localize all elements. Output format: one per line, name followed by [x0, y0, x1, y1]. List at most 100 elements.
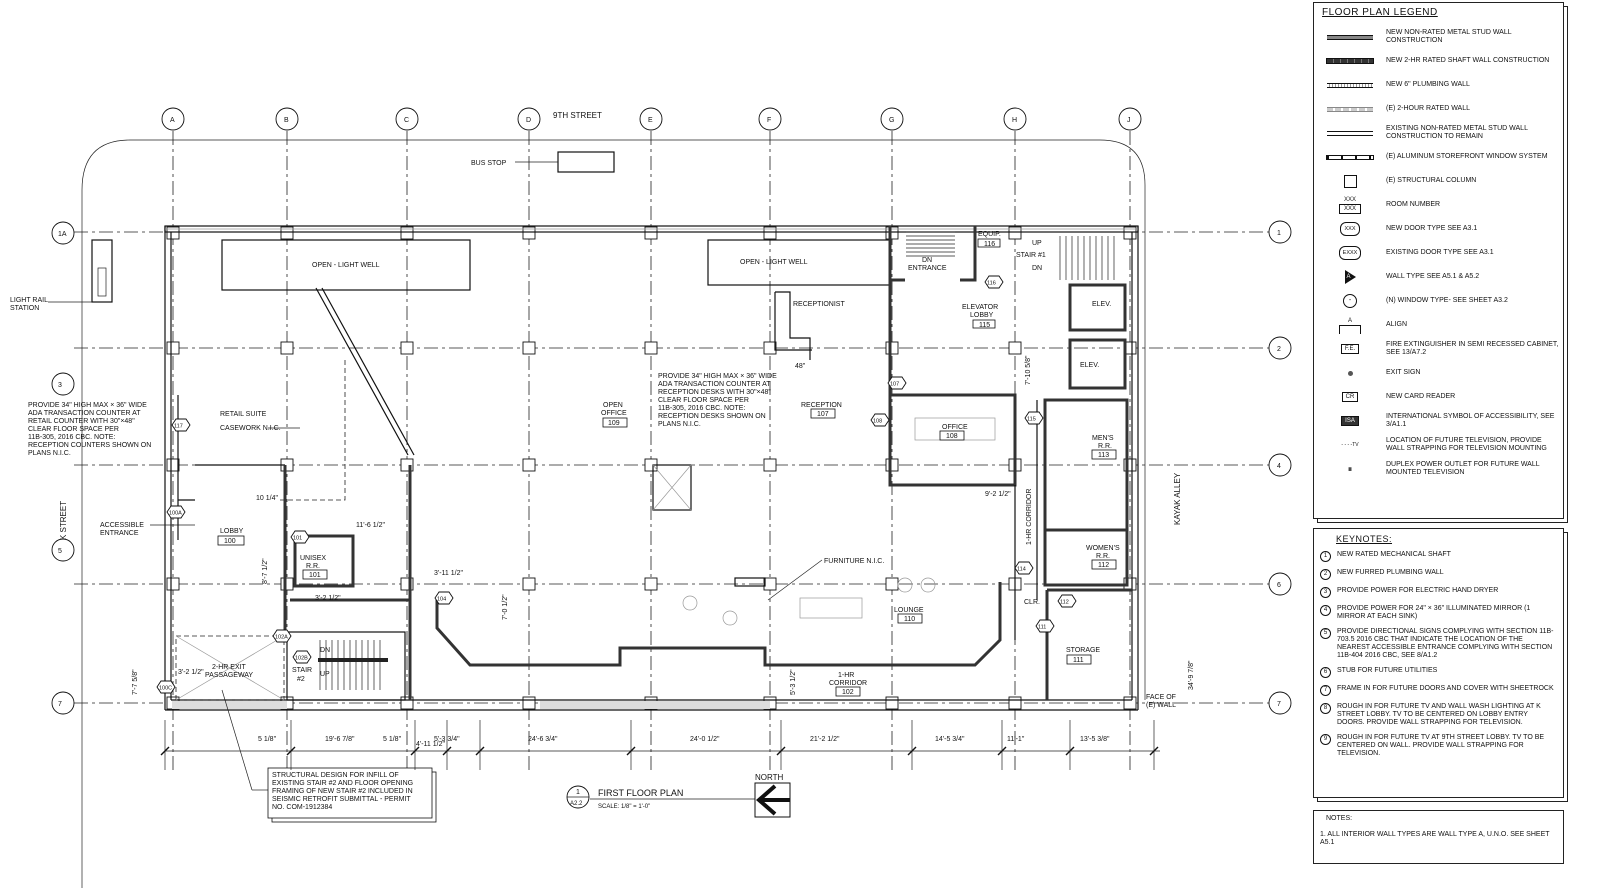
- door-tag: [171, 418, 191, 432]
- door-tag-label: 117: [174, 424, 183, 430]
- structural-column: [522, 458, 536, 472]
- door-tag-label: 111: [1038, 625, 1046, 631]
- furniture-table: [799, 597, 863, 619]
- entrance-stair-treads: [906, 231, 955, 257]
- door-tag-label: 101: [293, 536, 302, 542]
- wall-existing-icon: [1314, 130, 1386, 136]
- stair-1-dn: DN: [1032, 265, 1042, 272]
- north-label: NORTH: [755, 773, 784, 782]
- door-tag-label: 107: [890, 382, 899, 388]
- legend-item-text: ALIGN: [1386, 321, 1408, 328]
- retail-walls: [177, 395, 285, 500]
- dimension-tick: [907, 746, 917, 756]
- svg-text:21'-2 1/2": 21'-2 1/2": [810, 736, 840, 743]
- legend-item-text: NEW CARD READER: [1386, 393, 1456, 400]
- note-structural: STRUCTURAL DESIGN FOR INFILL OF EXISTING…: [272, 772, 413, 811]
- keynote-number: 2: [1320, 569, 1331, 580]
- room-womens-2: R.R.: [1096, 553, 1110, 560]
- structural-column: [1123, 226, 1137, 240]
- grid-label: 7: [1277, 701, 1281, 708]
- casework-outline: [280, 360, 346, 501]
- keynote-text: NEW RATED MECHANICAL SHAFT: [1337, 551, 1451, 558]
- keynote-number: 7: [1320, 685, 1331, 696]
- north-arrow-icon: [755, 784, 790, 816]
- structural-column: [400, 341, 414, 355]
- structural-column: [166, 341, 180, 355]
- reception-desk: [774, 291, 812, 360]
- legend-symbol-part: XXX: [1340, 222, 1360, 236]
- svg-text:24'-6 3/4": 24'-6 3/4": [528, 736, 558, 743]
- svg-text:PROVIDE 34" HIGH MAX × 36" WID: PROVIDE 34" HIGH MAX × 36" WIDE: [658, 373, 777, 380]
- room-passageway-2: PASSAGEWAY: [205, 672, 253, 679]
- light-rail-shelter: [97, 267, 107, 297]
- grid-label: J: [1127, 117, 1131, 124]
- svg-text:PROVIDE 34" HIGH MAX × 36" WID: PROVIDE 34" HIGH MAX × 36" WIDE: [28, 402, 147, 409]
- svg-text:RECEPTION DESKS WITH 30"×48": RECEPTION DESKS WITH 30"×48": [658, 389, 771, 396]
- grid-label: 7: [58, 701, 62, 708]
- dimension-tick: [776, 746, 786, 756]
- svg-text:11'-1": 11'-1": [1007, 736, 1025, 743]
- exit-passageway: [175, 635, 285, 701]
- structural-column: [644, 226, 658, 240]
- unisex-restroom-walls: [293, 534, 355, 588]
- grid-label: G: [889, 117, 894, 124]
- grid-bubble: [1268, 691, 1292, 715]
- room-receptionist: RECEPTIONIST: [793, 301, 845, 308]
- structural-column: [522, 226, 536, 240]
- lounge-chair: [722, 610, 738, 626]
- dimension-tick: [1065, 746, 1075, 756]
- room-number-storage: 111: [1073, 657, 1084, 664]
- structural-column: [885, 577, 899, 591]
- lounge-chair: [682, 595, 698, 611]
- room-stair-1: STAIR #1: [1016, 252, 1046, 259]
- svg-text:19'-6 7/8": 19'-6 7/8": [325, 736, 355, 743]
- legend-symbol-part: ISA: [1341, 416, 1359, 426]
- room-entrance: ENTRANCE: [908, 265, 947, 272]
- svg-text:SEISMIC RETROFIT SUBMITTAL - P: SEISMIC RETROFIT SUBMITTAL - PERMIT: [272, 796, 411, 803]
- room-number-box: [1091, 449, 1117, 460]
- dimension-tick: [286, 746, 296, 756]
- legend-symbol-part: -: [1343, 294, 1357, 308]
- door-tag-label: 112: [1060, 600, 1069, 606]
- title-sheet: A2.2: [570, 801, 583, 807]
- dimension-tick: [997, 746, 1007, 756]
- keynote-text: ROUGH IN FOR FUTURE TV AT 9TH STREET LOB…: [1337, 734, 1545, 757]
- reception-counter: [734, 577, 766, 587]
- structural-column: [1008, 226, 1022, 240]
- lounge-chair: [920, 577, 936, 593]
- legend-item: NEW 2-HR RATED SHAFT WALL CONSTRUCTION: [1314, 49, 1563, 73]
- door-tag-label: 114: [1017, 567, 1026, 573]
- legend-item-text: (N) WINDOW TYPE- SEE SHEET A3.2: [1386, 297, 1508, 304]
- dimension-strings: [160, 720, 1160, 770]
- door-tag: [1035, 619, 1055, 633]
- street-label-kayak: KAYAK ALLEY: [1173, 472, 1182, 525]
- svg-text:13'-5 3/8": 13'-5 3/8": [1080, 736, 1110, 743]
- structural-column: [166, 226, 180, 240]
- room-number-lounge: 110: [904, 616, 915, 623]
- grid-bubble: [758, 107, 782, 131]
- keynote-number: 4: [1320, 605, 1331, 616]
- svg-text:PLANS N.I.C.: PLANS N.I.C.: [28, 450, 71, 457]
- svg-text:PLANS N.I.C.: PLANS N.I.C.: [658, 421, 701, 428]
- casework-label: CASEWORK N.I.C.: [220, 425, 281, 432]
- legend-item: NEW NON-RATED METAL STUD WALL CONSTRUCTI…: [1314, 25, 1563, 49]
- legend-symbol-part: EXXX: [1338, 246, 1362, 260]
- structural-column: [166, 458, 180, 472]
- legend-symbol-part: [1327, 34, 1373, 40]
- street-label-k: K STREET: [59, 501, 68, 540]
- room-number-box: [835, 686, 861, 697]
- legend-item-text: WALL TYPE SEE A5.1 & A5.2: [1386, 273, 1480, 280]
- room-number-box: [1091, 559, 1117, 570]
- card-reader-icon: CR: [1314, 392, 1386, 402]
- svg-text:5 1/8": 5 1/8": [258, 736, 277, 743]
- svg-text:11'-6 1/2": 11'-6 1/2": [356, 522, 386, 529]
- legend-symbol-part: [1326, 58, 1374, 64]
- bus-stop-shelter: [557, 151, 615, 173]
- grid-bubble: [639, 107, 663, 131]
- room-number-unisex: 101: [309, 572, 321, 579]
- door-tag: [984, 275, 1004, 289]
- legend-item-text: (E) STRUCTURAL COLUMN: [1386, 177, 1477, 184]
